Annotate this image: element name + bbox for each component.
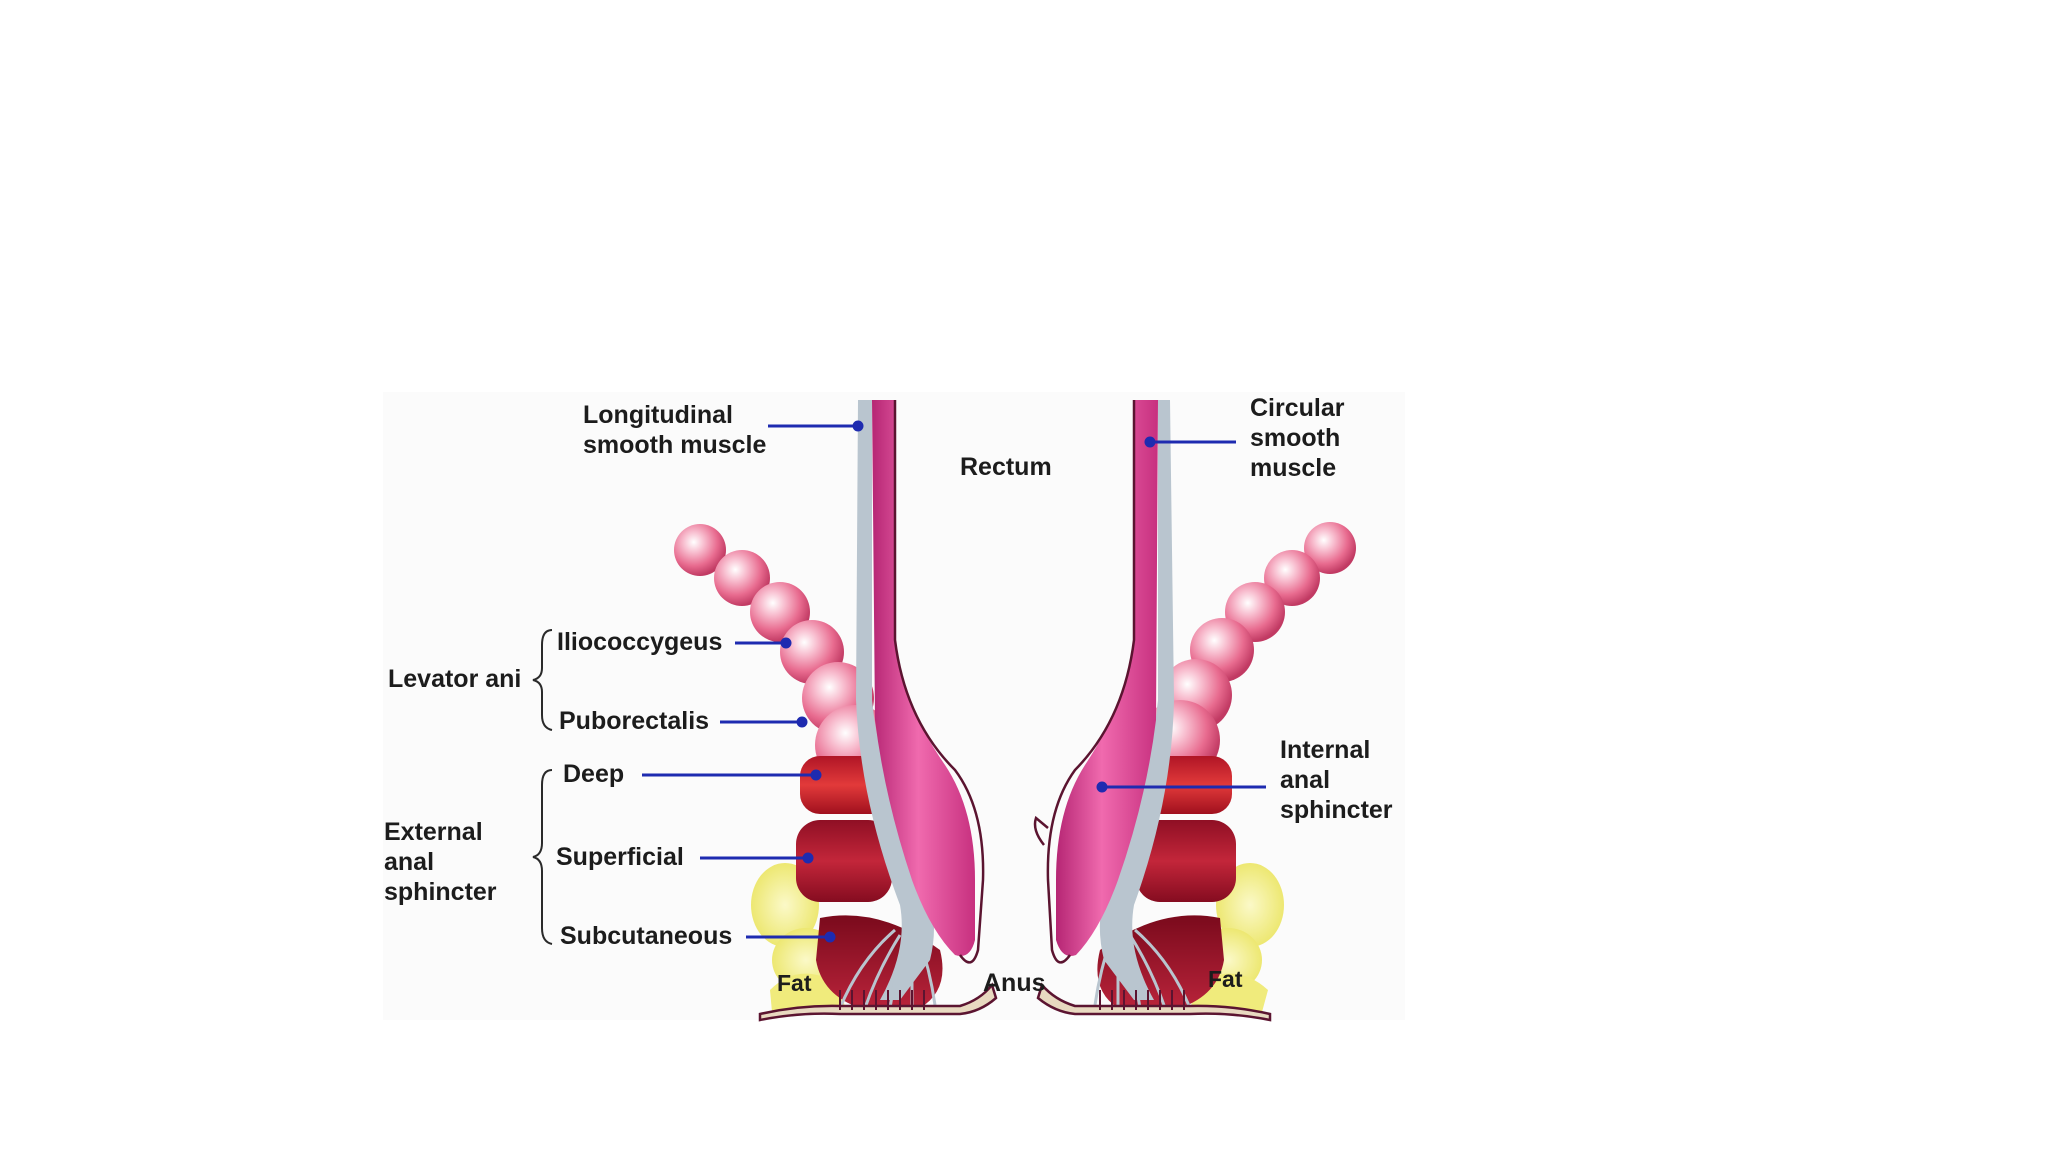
right-fibers [1093, 928, 1192, 1009]
right-skin-teeth [1099, 990, 1185, 1010]
right-smooth-muscle [1056, 400, 1158, 956]
right-longitudinal-layer [1099, 400, 1174, 1000]
left-skin-base [758, 982, 998, 1022]
label-longitudinal-smooth-muscle: Longitudinal smooth muscle [583, 400, 766, 460]
right-superficial-sphincter [1136, 820, 1236, 902]
label-internal-anal-sphincter: Internal anal sphincter [1280, 735, 1393, 825]
label-puborectalis: Puborectalis [559, 707, 710, 735]
label-fat-right: Fat [1208, 966, 1243, 992]
label-longitudinal-line-2: smooth muscle [583, 431, 767, 459]
pointer-internal-anal-sphincter [1096, 781, 1266, 793]
right-skin-base [1036, 982, 1272, 1022]
label-circular-line-3: muscle [1250, 454, 1337, 482]
label-iliococcygeus: Iliococcygeus [557, 628, 723, 656]
label-circular-line-1: Circular [1250, 394, 1345, 422]
pointer-superficial [700, 852, 814, 864]
label-subcutaneous: Subcutaneous [560, 922, 733, 950]
pointer-subcutaneous [746, 931, 836, 943]
label-anus: Anus [983, 969, 1046, 997]
label-external-anal-sphincter: External anal sphincter [384, 817, 497, 907]
label-internal-line-1: Internal [1280, 736, 1371, 764]
right-wall [1033, 400, 1356, 1022]
label-internal-line-3: sphincter [1280, 796, 1393, 824]
pointer-deep [642, 769, 822, 781]
pointer-longitudinal [768, 420, 864, 432]
brace-external-anal-sphincter [532, 769, 553, 945]
label-longitudinal-line-1: Longitudinal [583, 401, 733, 429]
right-wall-outline [1046, 400, 1136, 964]
left-smooth-muscle [872, 400, 975, 956]
left-wall [674, 400, 998, 1022]
label-external-line-3: sphincter [384, 878, 497, 906]
left-skin-teeth [839, 990, 925, 1010]
left-superficial-sphincter [796, 820, 892, 902]
label-external-line-2: anal [384, 848, 435, 876]
label-circular-line-2: smooth [1250, 424, 1341, 452]
label-fat-left: Fat [777, 970, 812, 996]
left-longitudinal-layer [856, 400, 934, 1000]
pointer-iliococcygeus [735, 637, 792, 649]
left-wall-outline [893, 400, 985, 964]
label-rectum: Rectum [960, 453, 1052, 481]
label-external-line-1: External [384, 818, 483, 846]
label-internal-line-2: anal [1280, 766, 1331, 794]
label-circular-smooth-muscle: Circular smooth muscle [1250, 393, 1344, 483]
label-deep: Deep [563, 760, 625, 788]
label-superficial: Superficial [556, 843, 684, 871]
label-levator-ani: Levator ani [388, 665, 522, 693]
left-fibers [838, 928, 937, 1009]
pointer-circular [1144, 436, 1236, 448]
right-lip [1033, 815, 1049, 846]
brace-levator-ani [532, 629, 553, 731]
pointer-puborectalis [720, 716, 808, 728]
